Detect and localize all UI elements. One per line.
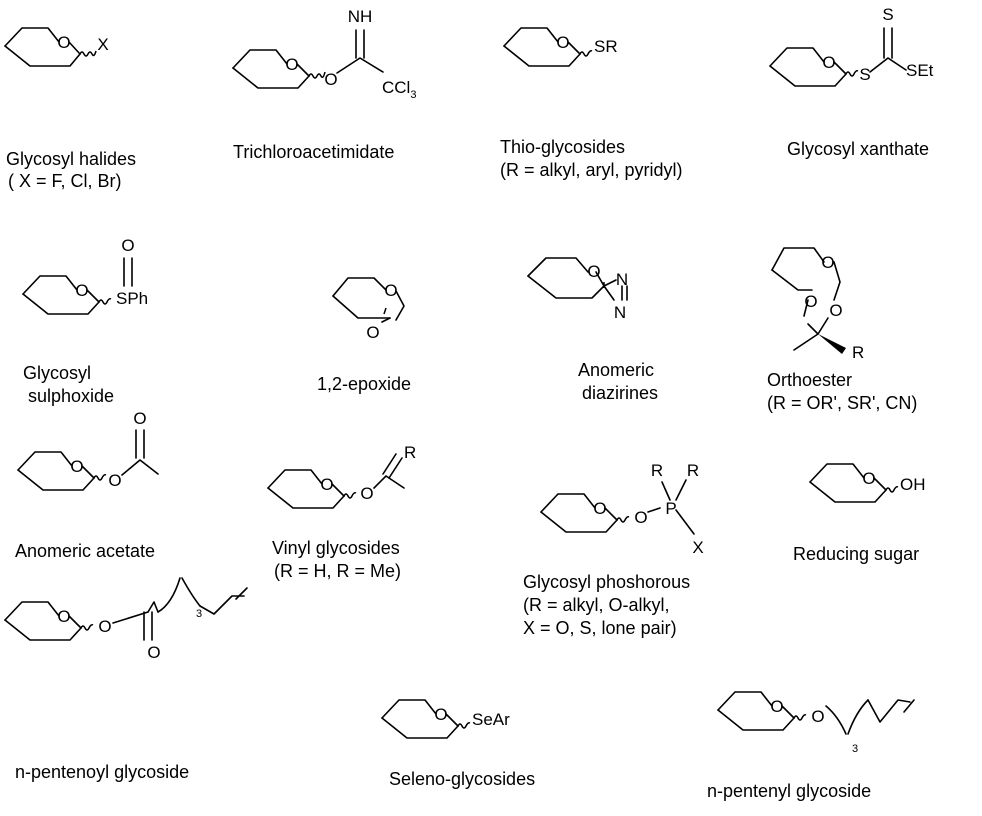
structure-reducing-sugar: O OH Reducing sugar xyxy=(793,463,926,564)
r-label: R xyxy=(651,461,663,480)
thione-sulfur-label: S xyxy=(882,5,893,24)
repeat-count-label: 3 xyxy=(196,608,202,620)
caption-line: Glycosyl xanthate xyxy=(787,139,929,159)
caption-line: Anomeric xyxy=(578,360,654,380)
ether-oxygen-label: O xyxy=(811,707,824,726)
structure-seleno-glycosides: O SeAr Seleno-glycosides xyxy=(381,699,535,789)
structure-n-pentenyl-glycoside: O O 3 n-pentenyl glycoside xyxy=(707,691,915,801)
ring-oxygen-label: O xyxy=(70,457,83,476)
structure-n-pentenoyl-glycoside: O O O 3 n-pentenoyl glycoside xyxy=(4,577,248,782)
caption-line: Glycosyl xyxy=(23,363,91,383)
sph-label: SPh xyxy=(116,289,148,308)
structure-glycosyl-phosphorous: O O P R R X Glycosyl phoshorous (R = alk… xyxy=(523,461,704,638)
ring-oxygen-label: O xyxy=(862,469,875,488)
structure-thio-glycosides: O SR Thio-glycosides (R = alkyl, aryl, p… xyxy=(500,27,683,180)
carbonyl-oxygen-label: O xyxy=(133,409,146,428)
carbonyl-oxygen-label: O xyxy=(147,643,160,662)
glycosidic-oxygen-label: O xyxy=(634,508,647,527)
ester-oxygen-label: O xyxy=(108,471,121,490)
ring-oxygen-label: O xyxy=(57,33,70,52)
structure-glycosyl-halides: O X Glycosyl halides ( X = F, Cl, Br) xyxy=(4,27,136,191)
r-label: R xyxy=(687,461,699,480)
structure-trichloroacetimidate: O O NH CCl3 Trichloroacetimidate xyxy=(232,7,416,162)
caption-line: (R = alkyl, aryl, pyridyl) xyxy=(500,160,683,180)
ring-oxygen-label: O xyxy=(593,499,606,518)
ccl3-label: CCl3 xyxy=(382,78,416,101)
caption-line: Vinyl glycosides xyxy=(272,538,400,558)
structure-glycosyl-sulphoxide: O O SPh Glycosyl sulphoxide xyxy=(22,236,148,406)
structure-epoxide: O O 1,2-epoxide xyxy=(317,277,411,394)
glycosidic-oxygen-label: O xyxy=(324,70,337,89)
caption-line: Seleno-glycosides xyxy=(389,769,535,789)
ring-oxygen-label: O xyxy=(587,262,600,281)
caption-line: ( X = F, Cl, Br) xyxy=(8,171,122,191)
oh-label: OH xyxy=(900,475,926,494)
caption-line: n-pentenyl glycoside xyxy=(707,781,871,801)
caption-line: Glycosyl phoshorous xyxy=(523,572,690,592)
substituent-x-label: X xyxy=(97,35,108,54)
orthoester-oxygen-label: O xyxy=(829,301,842,320)
structure-anomeric-acetate: O O O Anomeric acetate xyxy=(15,409,159,561)
structure-orthoester: O O O R Orthoester (R = OR', SR', CN) xyxy=(767,247,917,413)
structure-glycosyl-xanthate: O S S SEt Glycosyl xanthate xyxy=(769,5,934,159)
ring-oxygen-label: O xyxy=(434,705,447,724)
nitrogen-label: N xyxy=(616,270,628,289)
ring-oxygen-label: O xyxy=(770,697,783,716)
ring-oxygen-label: O xyxy=(556,33,569,52)
sulfoxide-oxygen-label: O xyxy=(121,236,134,255)
caption-line: n-pentenoyl glycoside xyxy=(15,762,189,782)
ring-oxygen-label: O xyxy=(821,253,834,272)
phosphorus-label: P xyxy=(665,499,676,518)
ring-oxygen-label: O xyxy=(57,607,70,626)
ring-oxygen-label: O xyxy=(384,281,397,300)
caption-line: Trichloroacetimidate xyxy=(233,142,394,162)
imine-nh-label: NH xyxy=(348,7,373,26)
caption-line: Reducing sugar xyxy=(793,544,919,564)
structure-vinyl-glycosides: O O R Vinyl glycosides (R = H, R = Me) xyxy=(267,443,416,581)
r-label: R xyxy=(852,343,864,362)
caption-line: (R = alkyl, O-alkyl, xyxy=(523,595,670,615)
caption-line: X = O, S, lone pair) xyxy=(523,618,677,638)
x-label: X xyxy=(692,538,703,557)
caption-line: Orthoester xyxy=(767,370,852,390)
ring-oxygen-label: O xyxy=(285,55,298,74)
set-label: SEt xyxy=(906,61,934,80)
ring-oxygen-label: O xyxy=(320,475,333,494)
vinyl-oxygen-label: O xyxy=(360,484,373,503)
caption-line: sulphoxide xyxy=(28,386,114,406)
caption-line: 1,2-epoxide xyxy=(317,374,411,394)
ring-oxygen-label: O xyxy=(75,281,88,300)
caption-line: (R = OR', SR', CN) xyxy=(767,393,917,413)
caption-line: (R = H, R = Me) xyxy=(274,561,401,581)
caption-line: Thio-glycosides xyxy=(500,137,625,157)
sulfur-label: S xyxy=(859,65,870,84)
nitrogen-label: N xyxy=(614,303,626,322)
sr-label: SR xyxy=(594,37,618,56)
caption-line: Glycosyl halides xyxy=(6,149,136,169)
epoxide-oxygen-label: O xyxy=(366,323,379,342)
sear-label: SeAr xyxy=(472,710,510,729)
r-label: R xyxy=(404,443,416,462)
ester-oxygen-label: O xyxy=(98,617,111,636)
repeat-count-label: 3 xyxy=(852,743,858,755)
caption-line: Anomeric acetate xyxy=(15,541,155,561)
orthoester-oxygen-label: O xyxy=(804,292,817,311)
ring-oxygen-label: O xyxy=(822,53,835,72)
caption-line: diazirines xyxy=(582,383,658,403)
structure-diazirines: O N N Anomeric diazirines xyxy=(527,257,658,403)
